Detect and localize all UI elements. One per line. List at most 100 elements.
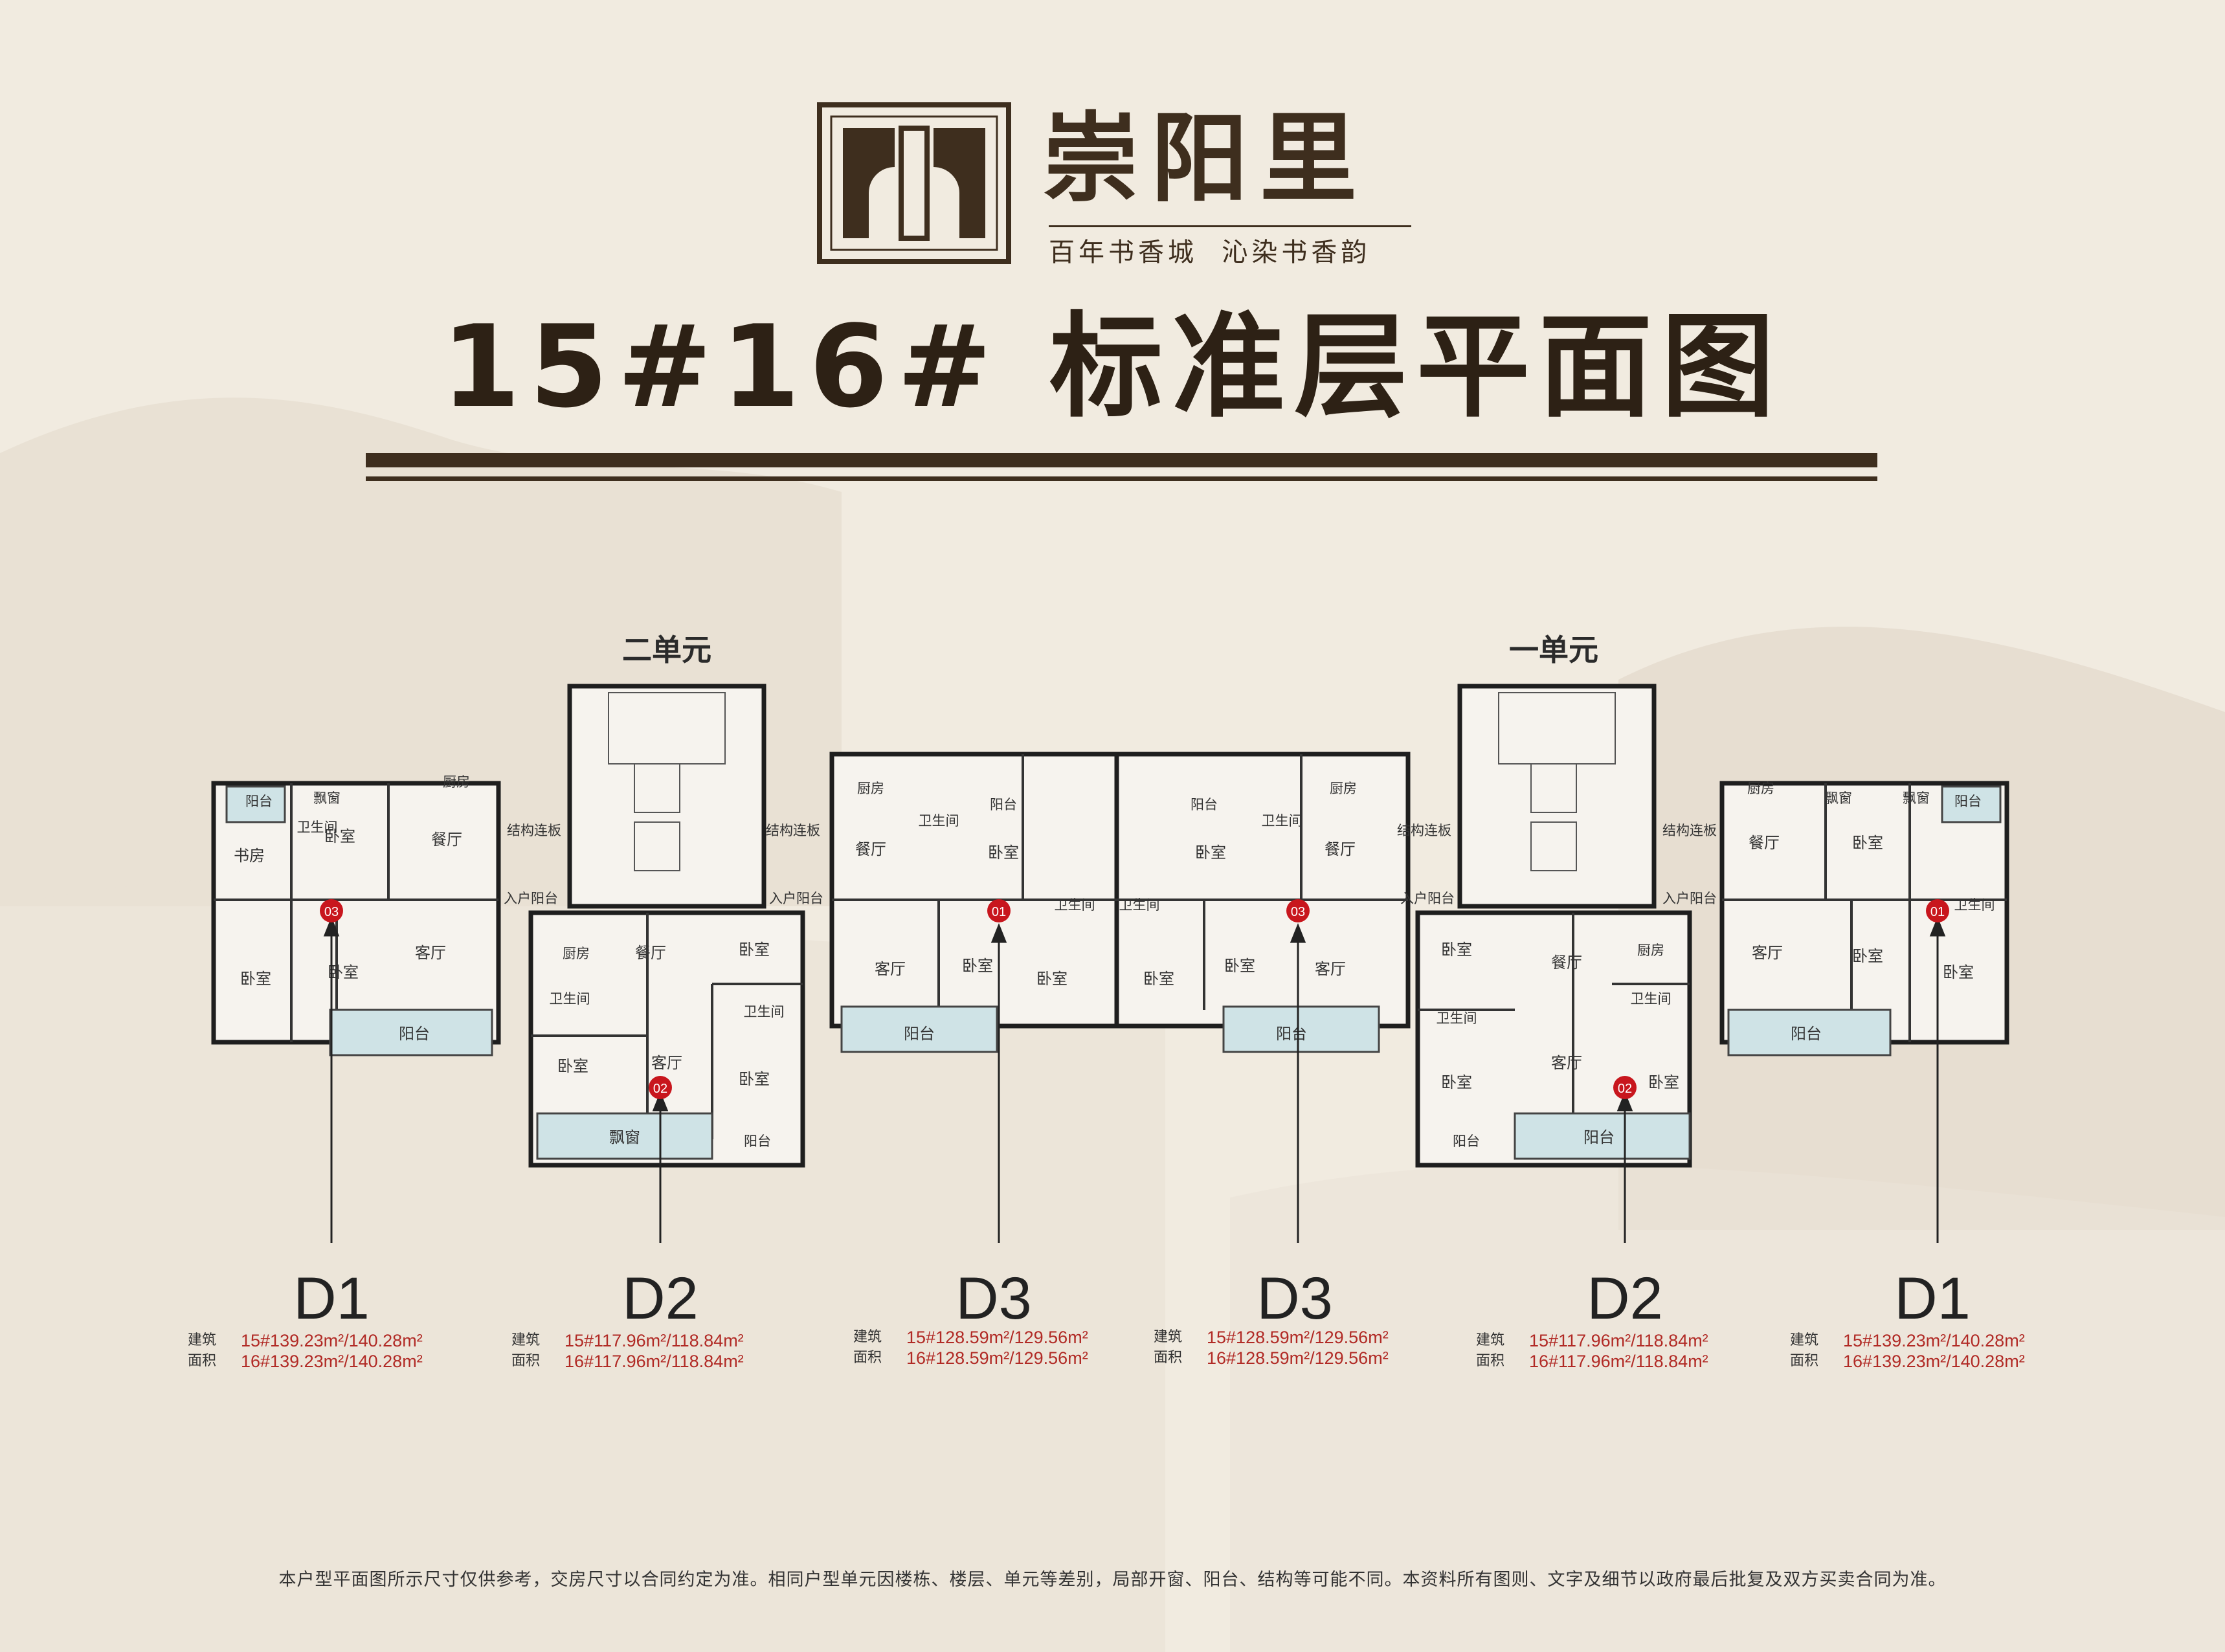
room-kitchen-d2-left: 厨房 (563, 946, 590, 961)
room-entry-right: 入户阳台 (1662, 891, 1717, 906)
type-label-3: D3 (956, 1266, 1032, 1332)
room-kitchen-d1-right: 厨房 (1747, 781, 1774, 796)
room-balcony-d3-right: 阳台 (1276, 1025, 1307, 1043)
room-living-d2-left: 客厅 (651, 1054, 682, 1072)
type-label-1: D1 (293, 1266, 370, 1332)
room-bedroom-d3-right-b: 卧室 (1195, 843, 1226, 862)
room-bedroom-d3-left-c: 卧室 (1036, 970, 1068, 988)
room-bedroom-d3-left-a: 卧室 (962, 957, 993, 975)
room-balcony-d2-right: 阳台 (1583, 1128, 1615, 1146)
room-living-d1-left: 客厅 (415, 944, 446, 962)
room-dining-d2-left: 餐厅 (635, 944, 666, 962)
room-living-d3-left: 客厅 (875, 960, 906, 978)
room-bath-d2-right-b: 卫生间 (1631, 991, 1672, 1007)
page-title: 15#16# 标准层平面图 (441, 302, 1784, 433)
title-divider-thin (366, 476, 1877, 481)
unit-marker-6-dot (1926, 899, 1949, 922)
room-bedroom-d3-right-a: 卧室 (1224, 957, 1255, 975)
room-kitchen-d2-right: 厨房 (1637, 943, 1664, 958)
room-bedroom-d2-right-c: 卧室 (1648, 1073, 1679, 1091)
room-bedroom-d2-left-c: 卧室 (739, 941, 770, 959)
disclaimer-footnote: 本户型平面图所示尺寸仅供参考，交房尺寸以合同约定为准。相同户型单元因楼栋、楼层、… (278, 1570, 1947, 1590)
brand-tagline: 百年书香城 沁染书香韵 (1049, 225, 1411, 269)
room-kitchen-d3-right: 厨房 (1330, 781, 1357, 796)
room-baywindow-d1-left: 飘窗 (313, 790, 341, 806)
room-bedroom-d1-right-c: 卧室 (1943, 963, 1974, 981)
unit-marker-6: 01 (1930, 905, 1945, 919)
room-bath-d2-left-a: 卫生间 (550, 991, 590, 1007)
unit-marker-5-dot (1613, 1076, 1637, 1099)
room-slab-right: 结构连板 (1662, 823, 1717, 838)
room-bedroom-d2-left-a: 卧室 (557, 1057, 588, 1075)
brand-logo-icon (817, 102, 1011, 264)
type-label-2: D2 (622, 1266, 699, 1332)
room-bedroom-d1-right-b: 卧室 (1852, 947, 1883, 965)
core-left-outline (567, 684, 766, 909)
room-bath-d1-right: 卫生间 (1954, 897, 1995, 913)
unit-marker-1: 03 (324, 905, 339, 919)
room-dining-d3-left: 餐厅 (855, 840, 886, 858)
room-bedroom-d3-right-c: 卧室 (1143, 970, 1174, 988)
room-balcony-d3-left-small: 阳台 (990, 797, 1017, 812)
room-slab-mid-right: 结构连板 (1397, 823, 1451, 838)
unit-d3-left-outline (829, 752, 1126, 1029)
room-bedroom-d1-right-a: 卧室 (1852, 834, 1883, 852)
unit-marker-5: 02 (1618, 1082, 1632, 1096)
unit-marker-2-dot (649, 1076, 672, 1099)
unit-marker-4: 03 (1291, 905, 1305, 919)
unit-marker-3: 01 (992, 905, 1006, 919)
unit-d3-right-outline (1114, 752, 1411, 1029)
room-bath-d2-right-a: 卫生间 (1437, 1010, 1477, 1026)
unit-marker-4-dot (1286, 899, 1310, 922)
unit-marker-1-dot (320, 899, 343, 922)
room-bedroom-d1-left-b: 卧室 (328, 963, 359, 981)
room-baywindow-d1-right-a: 飘窗 (1825, 790, 1852, 806)
room-balcony-d3-right-small: 阳台 (1191, 797, 1218, 812)
type-label-4: D3 (1257, 1266, 1333, 1332)
room-bath-d3-right-b: 卫生间 (1119, 897, 1160, 913)
room-balcony-d1-left-small: 阳台 (245, 794, 273, 809)
room-baywindow-d2-left: 飘窗 (609, 1128, 640, 1146)
title-divider-thick (366, 453, 1877, 467)
room-balcony-d2-left: 阳台 (744, 1133, 771, 1149)
room-bedroom-d2-right-b: 卧室 (1441, 1073, 1472, 1091)
room-slab-left: 结构连板 (507, 823, 561, 838)
room-dining-d2-right: 餐厅 (1551, 954, 1582, 972)
type-label-5: D2 (1587, 1266, 1663, 1332)
room-bath-d3-left-a: 卫生间 (919, 813, 959, 829)
unit-marker-2: 02 (653, 1082, 667, 1096)
room-dining-d1-left: 餐厅 (431, 831, 462, 849)
room-study-d1-left: 书房 (234, 847, 265, 865)
room-living-d3-right: 客厅 (1315, 960, 1346, 978)
unit-marker-3-dot (987, 899, 1011, 922)
room-balcony-d2-right-small: 阳台 (1453, 1133, 1480, 1149)
brand-name: 崇阳里 (1042, 102, 1369, 216)
room-living-d2-right: 客厅 (1551, 1054, 1582, 1072)
room-living-d1-right: 客厅 (1752, 944, 1783, 962)
room-entry-mid-right: 入户阳台 (1400, 891, 1455, 906)
room-bedroom-d2-left-b: 卧室 (739, 1070, 770, 1088)
room-bath-d2-left-b: 卫生间 (744, 1004, 785, 1020)
room-bath-d1-left: 卫生间 (297, 820, 338, 835)
room-entry-mid-left: 入户阳台 (769, 891, 823, 906)
unit-d1-left-outline (211, 781, 501, 1045)
room-dining-d1-right: 餐厅 (1749, 834, 1780, 852)
room-balcony-d1-right-small: 阳台 (1954, 794, 1982, 809)
room-kitchen-d1-left: 厨房 (443, 774, 470, 790)
room-baywindow-d1-right-b: 飘窗 (1903, 790, 1930, 806)
room-bedroom-d2-right-a: 卧室 (1441, 941, 1472, 959)
room-entry-left: 入户阳台 (504, 891, 558, 906)
unit-two-label: 二单元 (622, 632, 711, 667)
type-label-6: D1 (1894, 1266, 1971, 1332)
room-kitchen-d3-left: 厨房 (857, 781, 884, 796)
unit-d1-right-outline (1719, 781, 2009, 1045)
room-slab-mid-left: 结构连板 (766, 823, 820, 838)
room-bedroom-d1-left-c: 卧室 (240, 970, 271, 988)
room-balcony-d1-right: 阳台 (1791, 1025, 1822, 1043)
